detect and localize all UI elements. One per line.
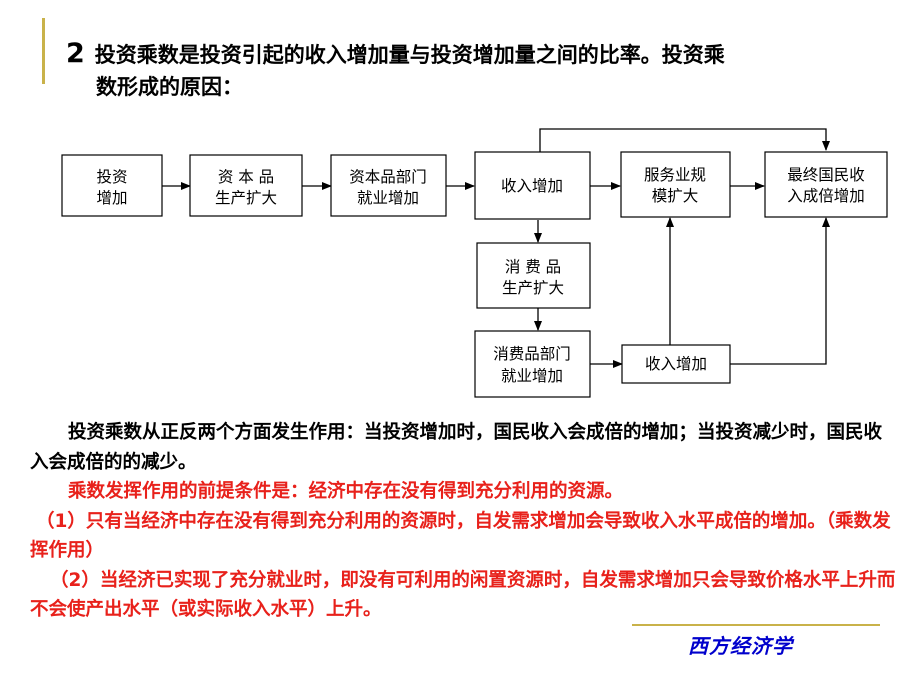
footer-divider bbox=[632, 624, 880, 626]
node-label: 就业增加 bbox=[501, 367, 563, 385]
node-label: 投资 bbox=[96, 168, 127, 186]
node-income-up-1: 收入增加 bbox=[474, 151, 591, 220]
footer-course-label: 西方经济学 bbox=[688, 634, 793, 658]
slide-title: 2 投资乘数是投资引起的收入增加量与投资增加量之间的比率。投资乘 数形成的原因： bbox=[66, 38, 886, 103]
node-income-up-2: 收入增加 bbox=[621, 344, 731, 384]
node-label: 消 费 品 bbox=[505, 258, 561, 276]
title-line-1: 投资乘数是投资引起的收入增加量与投资增加量之间的比率。投资乘 bbox=[94, 43, 725, 67]
arrow-income-to-final-top bbox=[539, 128, 830, 152]
multiplier-flow-diagram: 投资 增加 资 本 品 生产扩大 资本品部门 就业增加 收入增加 服务业规 模扩… bbox=[61, 128, 888, 398]
node-consumer-goods-expand: 消 费 品 生产扩大 bbox=[476, 242, 591, 309]
node-invest-up: 投资 增加 bbox=[61, 154, 163, 217]
node-label: 消费品部门 bbox=[493, 345, 571, 363]
paragraph-case-1: （1）只有当经济中存在没有得到充分利用的资源时，自发需求增加会导致收入水平成倍的… bbox=[30, 510, 891, 562]
slide-number: 2 bbox=[66, 38, 85, 69]
paragraph-case-2: （2）当经济已实现了充分就业时，即没有可利用的闲置资源时，自发需求增加只会导致价… bbox=[30, 569, 896, 621]
node-label: 增加 bbox=[96, 189, 127, 207]
node-label: 就业增加 bbox=[357, 189, 419, 207]
node-service-expand: 服务业规 模扩大 bbox=[620, 151, 731, 218]
arrow-income-2-to-final bbox=[730, 217, 830, 365]
node-label: 资本品部门 bbox=[349, 168, 427, 186]
node-label: 服务业规 bbox=[644, 166, 706, 184]
node-label: 最终国民收 bbox=[787, 166, 865, 184]
paragraph-precondition: 乘数发挥作用的前提条件是：经济中存在没有得到充分利用的资源。 bbox=[68, 481, 624, 502]
accent-bar bbox=[42, 18, 45, 84]
node-final-income: 最终国民收 入成倍增加 bbox=[764, 151, 888, 218]
node-label: 资 本 品 bbox=[218, 168, 274, 186]
node-label: 生产扩大 bbox=[215, 189, 277, 207]
node-label: 收入增加 bbox=[645, 355, 707, 373]
node-capital-goods-expand: 资 本 品 生产扩大 bbox=[189, 154, 303, 217]
body-text: 投资乘数从正反两个方面发生作用：当投资增加时，国民收入会成倍的增加；当投资减少时… bbox=[30, 418, 900, 625]
node-label: 模扩大 bbox=[652, 187, 699, 205]
node-label: 收入增加 bbox=[501, 177, 563, 195]
node-label: 入成倍增加 bbox=[787, 187, 865, 205]
title-line-2: 数形成的原因： bbox=[96, 75, 243, 99]
node-label: 生产扩大 bbox=[502, 279, 564, 297]
node-consumer-dept-jobs: 消费品部门 就业增加 bbox=[474, 330, 591, 398]
node-capital-dept-jobs: 资本品部门 就业增加 bbox=[330, 154, 447, 217]
paragraph-two-way-effect: 投资乘数从正反两个方面发生作用：当投资增加时，国民收入会成倍的增加；当投资减少时… bbox=[30, 422, 883, 473]
